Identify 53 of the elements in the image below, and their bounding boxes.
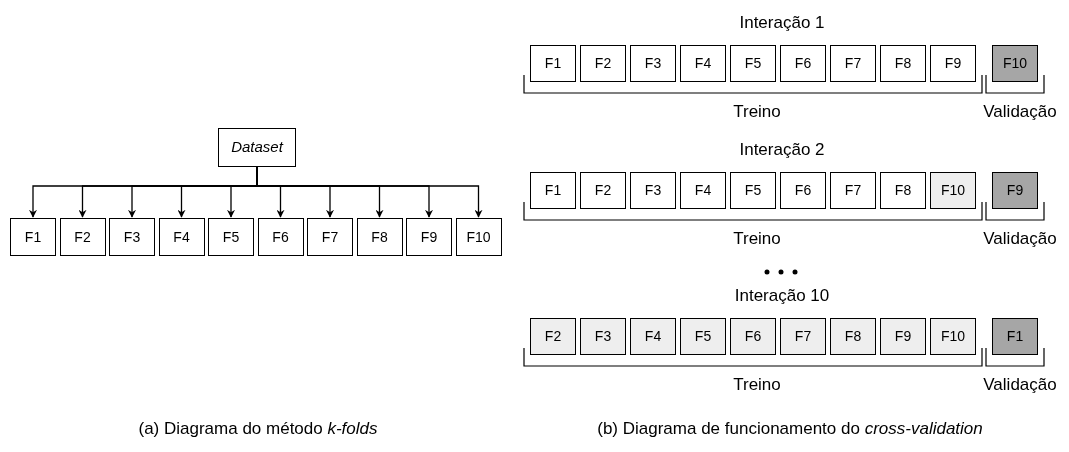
fold-box: F6 bbox=[257, 218, 304, 256]
fold-box: F10 bbox=[455, 218, 502, 256]
arrow bbox=[256, 166, 483, 218]
fold-box: F3 bbox=[630, 45, 676, 82]
fold-box: F9 bbox=[992, 172, 1038, 209]
bracket-label: Validação bbox=[983, 376, 1057, 393]
fold-box: F8 bbox=[880, 172, 926, 209]
bracket-label: Treino bbox=[733, 103, 781, 120]
fold-box: F5 bbox=[208, 218, 254, 256]
fold-box: F1 bbox=[992, 318, 1038, 355]
fold-box: F2 bbox=[530, 318, 576, 355]
fold-box: F7 bbox=[830, 172, 876, 209]
fold-box: F4 bbox=[680, 172, 726, 209]
fold-box: F2 bbox=[580, 45, 626, 82]
fold-box: F4 bbox=[630, 318, 676, 355]
fold-box: F1 bbox=[530, 172, 576, 209]
iteration-title: Interação 2 bbox=[739, 141, 825, 158]
bracket-label: Treino bbox=[733, 230, 781, 247]
fold-box: F8 bbox=[356, 218, 403, 256]
fold-box: F7 bbox=[307, 218, 353, 256]
fold-box: F9 bbox=[406, 218, 452, 256]
fold-box: F6 bbox=[780, 172, 826, 209]
iteration-title: Interação 1 bbox=[739, 14, 825, 31]
fold-box: F3 bbox=[580, 318, 626, 355]
fold-box: F9 bbox=[880, 318, 926, 355]
fold-box: F7 bbox=[780, 318, 826, 355]
dataset-box: Dataset bbox=[218, 128, 296, 167]
fold-box: F6 bbox=[780, 45, 826, 82]
fold-box: F3 bbox=[630, 172, 676, 209]
bracket-label: Validação bbox=[983, 103, 1057, 120]
fold-box: F4 bbox=[158, 218, 205, 256]
caption: (a) Diagrama do método k-folds bbox=[138, 420, 378, 437]
fold-box: F1 bbox=[10, 218, 56, 256]
fold-box: F10 bbox=[930, 172, 976, 209]
fold-box: F3 bbox=[109, 218, 155, 256]
fold-box: F5 bbox=[680, 318, 726, 355]
fold-box: F8 bbox=[830, 318, 876, 355]
fold-box: F6 bbox=[730, 318, 776, 355]
fold-box: F2 bbox=[580, 172, 626, 209]
fold-box: F10 bbox=[930, 318, 976, 355]
fold-box: F8 bbox=[880, 45, 926, 82]
fold-box: F2 bbox=[59, 218, 106, 256]
fold-box: F9 bbox=[930, 45, 976, 82]
bracket-label: Treino bbox=[733, 376, 781, 393]
fold-box: F10 bbox=[992, 45, 1038, 82]
fold-box: F5 bbox=[730, 45, 776, 82]
fold-box: F7 bbox=[830, 45, 876, 82]
iteration-title: Interação 10 bbox=[734, 287, 830, 304]
fold-box: F1 bbox=[530, 45, 576, 82]
fold-box: F5 bbox=[730, 172, 776, 209]
caption: (b) Diagrama de funcionamento do cross-validation bbox=[597, 420, 983, 437]
fold-box: F4 bbox=[680, 45, 726, 82]
bracket-label: Validação bbox=[983, 230, 1057, 247]
